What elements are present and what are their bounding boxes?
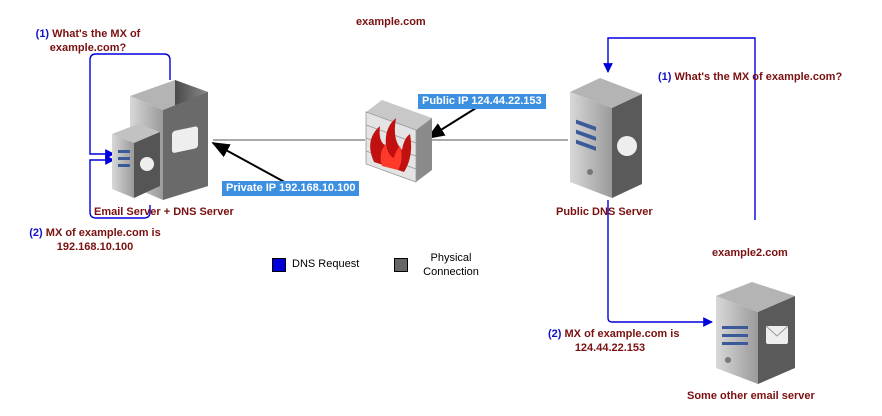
- left-answer-label: (2) MX of example.com is 192.168.10.100: [20, 226, 170, 254]
- left-query-label: (1) What's the MX of example.com?: [22, 27, 154, 55]
- left-answer-loop-arrow: [89, 155, 151, 219]
- other-email-server-icon: [716, 282, 795, 384]
- right-answer-line1: MX of example.com is: [564, 328, 680, 340]
- legend-physical-line2: Connection: [423, 266, 479, 278]
- private-ip-pointer-arrow: [211, 142, 291, 186]
- domain2-label: example2.com: [712, 247, 788, 259]
- left-query-step: (1): [35, 28, 50, 40]
- right-query-arrow: [603, 37, 756, 220]
- left-answer-step: (2): [29, 227, 43, 239]
- left-answer-line1: MX of example.com is: [45, 227, 161, 239]
- right-answer-line2: 124.44.22.153: [574, 342, 646, 354]
- public-ip-pointer-arrow: [426, 107, 477, 139]
- domain-label: example.com: [356, 16, 426, 28]
- right-query-label: (1) What's the MX of example.com?: [658, 70, 842, 84]
- legend-physical-line1: Physical: [430, 252, 472, 264]
- firewall-icon: [365, 100, 432, 183]
- email-dns-server-icon: [112, 80, 208, 200]
- legend-dns-request-swatch: [272, 258, 286, 272]
- right-query-step: (1): [658, 71, 672, 83]
- legend-dns-request-label: DNS Request: [292, 258, 360, 270]
- other-email-server-label: Some other email server: [687, 390, 815, 402]
- public-dns-server-label: Public DNS Server: [556, 206, 653, 218]
- right-answer-label: (2) MX of example.com is 124.44.22.153: [548, 327, 679, 355]
- right-answer-arrow: [607, 200, 713, 327]
- right-query-text: What's the MX of example.com?: [674, 71, 843, 83]
- left-query-line1: What's the MX of: [52, 28, 141, 40]
- email-dns-server-label: Email Server + DNS Server: [94, 206, 234, 218]
- left-query-line2: example.com?: [49, 42, 127, 54]
- left-query-loop-arrow: [89, 53, 171, 159]
- legend-physical-swatch: [394, 258, 408, 272]
- public-ip-badge: Public IP 124.44.22.153: [418, 94, 546, 109]
- left-answer-line2: 192.168.10.100: [56, 241, 134, 253]
- legend-physical-label: Physical Connection: [414, 251, 488, 279]
- public-dns-server-icon: [570, 78, 642, 198]
- private-ip-badge: Private IP 192.168.10.100: [222, 181, 360, 196]
- right-answer-step: (2): [548, 328, 562, 340]
